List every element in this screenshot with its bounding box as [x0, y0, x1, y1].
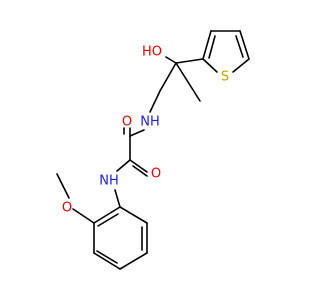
upper-amide-nh-label: NH [140, 115, 160, 130]
bond-c2-o-double [132, 165, 148, 177]
bond-c-methyl [175, 62, 201, 102]
bond-layer [56, 30, 250, 270]
bond-ring-double-c [97, 213, 119, 227]
bond-ring-6 [93, 206, 121, 224]
bond-thio-1 [202, 30, 212, 60]
bond-ring-double-b [96, 250, 118, 264]
thiophene-sulfur-label: S [221, 70, 229, 85]
molecule-canvas: HO S NH O O NH O [56, 30, 250, 270]
bond-ring-3 [119, 252, 148, 270]
lower-amide-nh-label: NH [99, 174, 119, 189]
bond-thio-3 [239, 30, 250, 60]
bond-c2-nh [116, 159, 131, 172]
bond-ring-1 [119, 206, 148, 224]
hydroxyl-label: HO [142, 45, 162, 60]
bond-thio-4 [232, 58, 250, 73]
bond-o-ch3 [56, 173, 70, 199]
bond-nh-aryl [114, 189, 121, 208]
bond-thio-5 [202, 58, 218, 73]
bond-ch2-n [149, 90, 161, 113]
structure-diagram: HO S NH O O NH O [56, 30, 250, 270]
bond-n-c1 [129, 129, 145, 137]
bond-aryl-ome [72, 208, 95, 224]
bond-thio-3-double [235, 35, 244, 58]
bond-c-oh [165, 56, 177, 64]
bond-c2-o [129, 159, 148, 173]
atom-label-layer: HO S NH O O NH O [62, 45, 229, 216]
bond-thio-1-double [208, 35, 216, 59]
bond-c-ch2 [159, 62, 177, 92]
methoxy-o-label: O [62, 201, 72, 216]
upper-carbonyl-o-label: O [122, 115, 132, 130]
lower-carbonyl-o-label: O [151, 167, 161, 182]
bond-ring-4 [93, 252, 121, 270]
bond-c-thiophene [175, 58, 204, 64]
